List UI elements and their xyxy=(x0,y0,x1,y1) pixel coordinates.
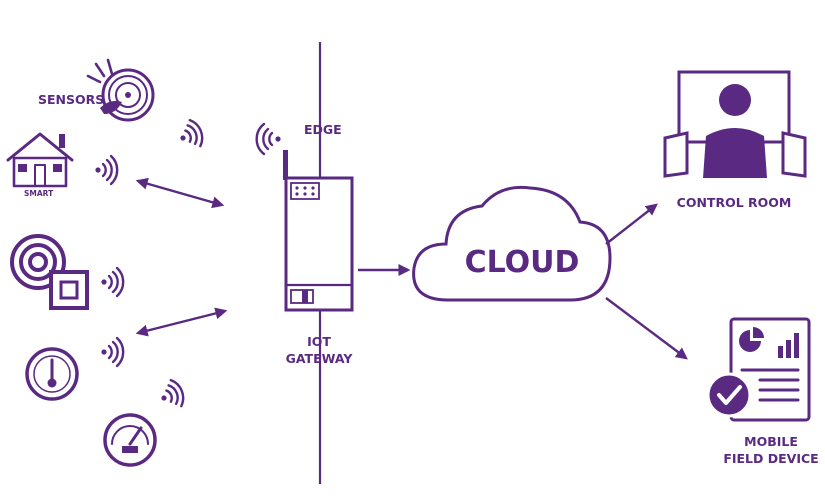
speedometer-gauge-icon xyxy=(103,413,157,467)
checkmark-icon xyxy=(706,372,752,418)
smoke-detector-icon xyxy=(86,58,155,122)
iot-gateway-label-line1: IOT xyxy=(307,334,331,349)
cloud-control-arrow xyxy=(605,203,658,245)
control-room-monitor-icon xyxy=(663,70,807,178)
wifi-signal-icon xyxy=(94,116,208,414)
cloud-mobile-arrow xyxy=(605,297,688,360)
edge-label: EDGE xyxy=(304,122,342,137)
cloud-label: CLOUD xyxy=(465,245,580,280)
rfid-tag-icon xyxy=(10,234,89,310)
thermometer-gauge-icon xyxy=(25,347,79,401)
mobile-label-line1: MOBILE xyxy=(744,434,798,449)
sensors-label: SENSORS xyxy=(38,92,104,107)
gateway-wifi-signal-icon xyxy=(255,122,281,156)
smart-home-icon xyxy=(6,132,74,188)
iot-gateway-device-icon xyxy=(283,150,354,312)
iot-gateway-label-line2: GATEWAY xyxy=(286,351,354,366)
mobile-label-line2: FIELD DEVICE xyxy=(723,451,818,466)
smart-label: SMART xyxy=(24,189,54,198)
sensor-gateway-arrow-top xyxy=(135,177,225,209)
sensor-gateway-arrow-bottom xyxy=(135,307,228,337)
cloud-icon xyxy=(412,185,612,302)
control-room-label: CONTROL ROOM xyxy=(677,195,792,210)
